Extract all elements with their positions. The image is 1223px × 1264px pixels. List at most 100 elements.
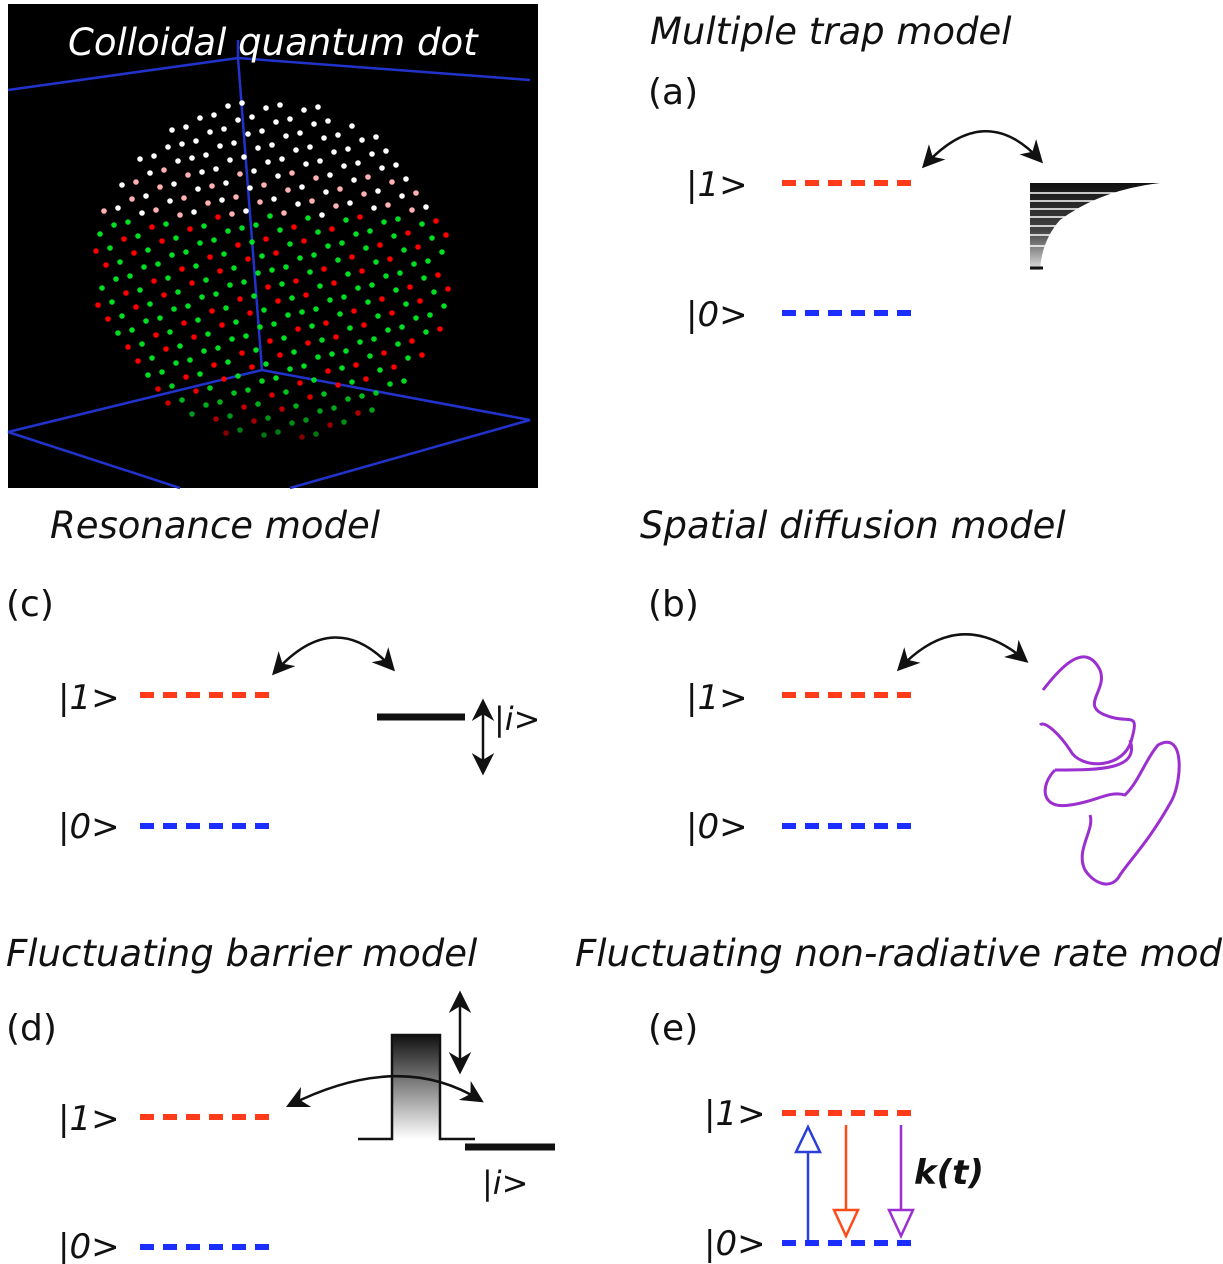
quantum-dot-background	[8, 4, 538, 488]
atom	[339, 365, 345, 371]
atom-lattice	[93, 100, 451, 440]
atom	[215, 345, 221, 351]
atom	[335, 382, 341, 388]
atom	[323, 189, 329, 195]
atom	[409, 338, 415, 344]
atom	[255, 145, 261, 151]
atom	[183, 124, 189, 130]
atom	[351, 177, 357, 183]
atom	[269, 142, 275, 148]
atom	[265, 415, 271, 421]
atom	[257, 324, 263, 330]
atom	[365, 299, 371, 305]
atom	[321, 135, 327, 141]
atom	[399, 193, 405, 199]
atom	[229, 211, 235, 217]
atom	[387, 256, 393, 262]
panel-c-label: (c)	[6, 584, 54, 625]
atom	[285, 312, 291, 318]
atom	[227, 413, 233, 419]
atom	[331, 149, 337, 155]
panel-c: Resonance model (c) |1> |0> |i>	[6, 504, 540, 847]
atom	[315, 229, 321, 235]
atom	[245, 256, 251, 262]
atom	[121, 236, 127, 242]
atom	[427, 312, 433, 318]
atom	[323, 320, 329, 326]
atom	[401, 378, 407, 384]
atom	[235, 117, 241, 123]
atom	[269, 392, 275, 398]
panel-e: Fluctuating non-radiative rate model (e)…	[575, 932, 1223, 1264]
panel-d-title: Fluctuating barrier model	[6, 932, 478, 975]
atom	[375, 188, 381, 194]
nonradiative-arrowhead	[887, 1208, 915, 1239]
atom	[317, 158, 323, 164]
atom	[287, 241, 293, 247]
atom	[307, 269, 313, 275]
trap-distribution	[1030, 183, 1160, 270]
atom	[219, 197, 225, 203]
atom	[315, 104, 321, 110]
atom	[331, 280, 337, 286]
atom	[435, 272, 441, 278]
quantum-dot-title: Colloidal quantum dot	[68, 21, 479, 64]
atom	[429, 235, 435, 241]
atom	[279, 281, 285, 287]
atom	[343, 348, 349, 354]
atom	[175, 158, 181, 164]
atom	[247, 185, 253, 191]
atom	[257, 199, 263, 205]
atom	[421, 275, 427, 281]
atom	[223, 180, 229, 186]
atom	[109, 299, 115, 305]
atom	[123, 290, 129, 296]
panel-c-title: Resonance model	[50, 504, 381, 547]
atom	[361, 322, 367, 328]
panel-e-level-0-label: |0>	[704, 1224, 766, 1264]
atom	[203, 152, 209, 158]
atom	[209, 183, 215, 189]
atom	[283, 264, 289, 270]
atom	[307, 144, 313, 150]
atom	[207, 254, 213, 260]
atom	[243, 208, 249, 214]
atom	[135, 233, 141, 239]
atom	[365, 174, 371, 180]
atom	[345, 146, 351, 152]
atom	[337, 186, 343, 192]
atom	[407, 284, 413, 290]
atom	[181, 320, 187, 326]
atom	[233, 194, 239, 200]
atom	[343, 217, 349, 223]
atom	[217, 143, 223, 149]
atom	[445, 286, 451, 292]
atom	[349, 379, 355, 385]
panel-a-label: (a)	[648, 72, 698, 113]
atom	[143, 318, 149, 324]
panel-a-level-1-label: |1>	[686, 165, 748, 205]
panel-b: Spatial diffusion model (b) |1> |0>	[640, 504, 1181, 886]
atom	[273, 119, 279, 125]
atom	[255, 270, 261, 276]
atom	[291, 224, 297, 230]
atom	[221, 126, 227, 132]
atom	[385, 202, 391, 208]
atom	[383, 148, 389, 154]
atom	[227, 157, 233, 163]
atom	[113, 276, 119, 282]
atom	[153, 207, 159, 213]
atom	[197, 371, 203, 377]
atom	[349, 123, 355, 129]
atom	[227, 282, 233, 288]
atom	[393, 162, 399, 168]
atom	[265, 284, 271, 290]
atom	[403, 301, 409, 307]
atom	[213, 166, 219, 172]
atom	[399, 324, 405, 330]
atom	[153, 332, 159, 338]
atom	[155, 386, 161, 392]
atom	[305, 215, 311, 221]
atom	[245, 131, 251, 137]
atom	[369, 282, 375, 288]
